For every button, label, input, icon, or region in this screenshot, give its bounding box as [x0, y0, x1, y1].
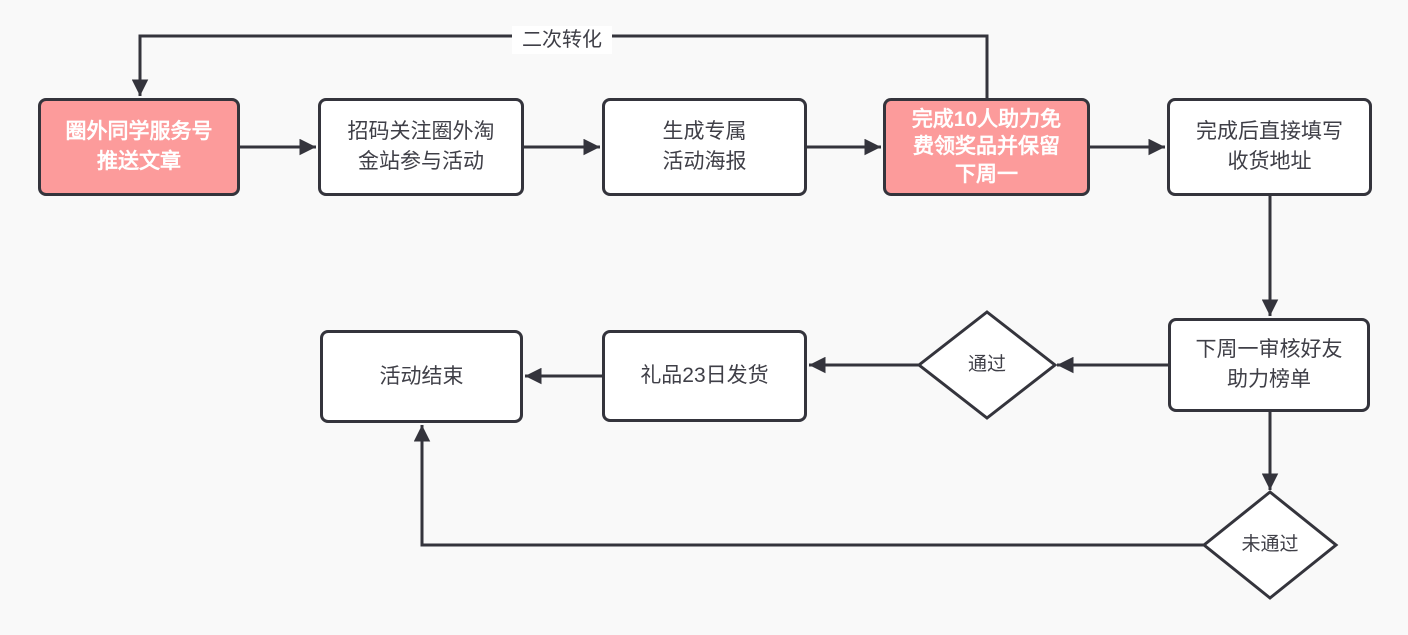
- feedback-edge-label: 二次转化: [512, 26, 612, 54]
- decision-fail-shape[interactable]: [1201, 490, 1339, 600]
- connector-fail-to-end: [413, 425, 1204, 547]
- decision-pass-shape[interactable]: [916, 310, 1058, 420]
- node-scan-follow-label: 招码关注圈外淘 金站参与活动: [347, 120, 495, 173]
- node-activity-end[interactable]: 活动结束: [320, 330, 523, 423]
- node-complete-assist[interactable]: 完成10人助力免 费领奖品并保留 下周一: [883, 98, 1090, 196]
- node-fill-address[interactable]: 完成后直接填写 收货地址: [1167, 98, 1372, 196]
- node-review-list-label: 下周一审核好友 助力榜单: [1195, 338, 1343, 391]
- node-push-article-label: 圈外同学服务号 推送文章: [65, 120, 213, 173]
- node-fill-address-label: 完成后直接填写 收货地址: [1196, 120, 1343, 173]
- node-ship-gift-label: 礼品23日发货: [640, 364, 769, 388]
- node-generate-poster[interactable]: 生成专属 活动海报: [602, 98, 807, 196]
- node-complete-assist-label: 完成10人助力免 费领奖品并保留 下周一: [911, 108, 1062, 186]
- node-push-article[interactable]: 圈外同学服务号 推送文章: [38, 98, 240, 196]
- decision-fail-label: 未通过: [1241, 534, 1299, 555]
- node-review-list[interactable]: 下周一审核好友 助力榜单: [1168, 318, 1370, 412]
- node-ship-gift[interactable]: 礼品23日发货: [602, 330, 807, 422]
- decision-pass-label: 通过: [967, 354, 1006, 375]
- node-scan-follow[interactable]: 招码关注圈外淘 金站参与活动: [318, 98, 524, 196]
- node-activity-end-label: 活动结束: [379, 364, 464, 388]
- node-generate-poster-label: 生成专属 活动海报: [662, 120, 747, 173]
